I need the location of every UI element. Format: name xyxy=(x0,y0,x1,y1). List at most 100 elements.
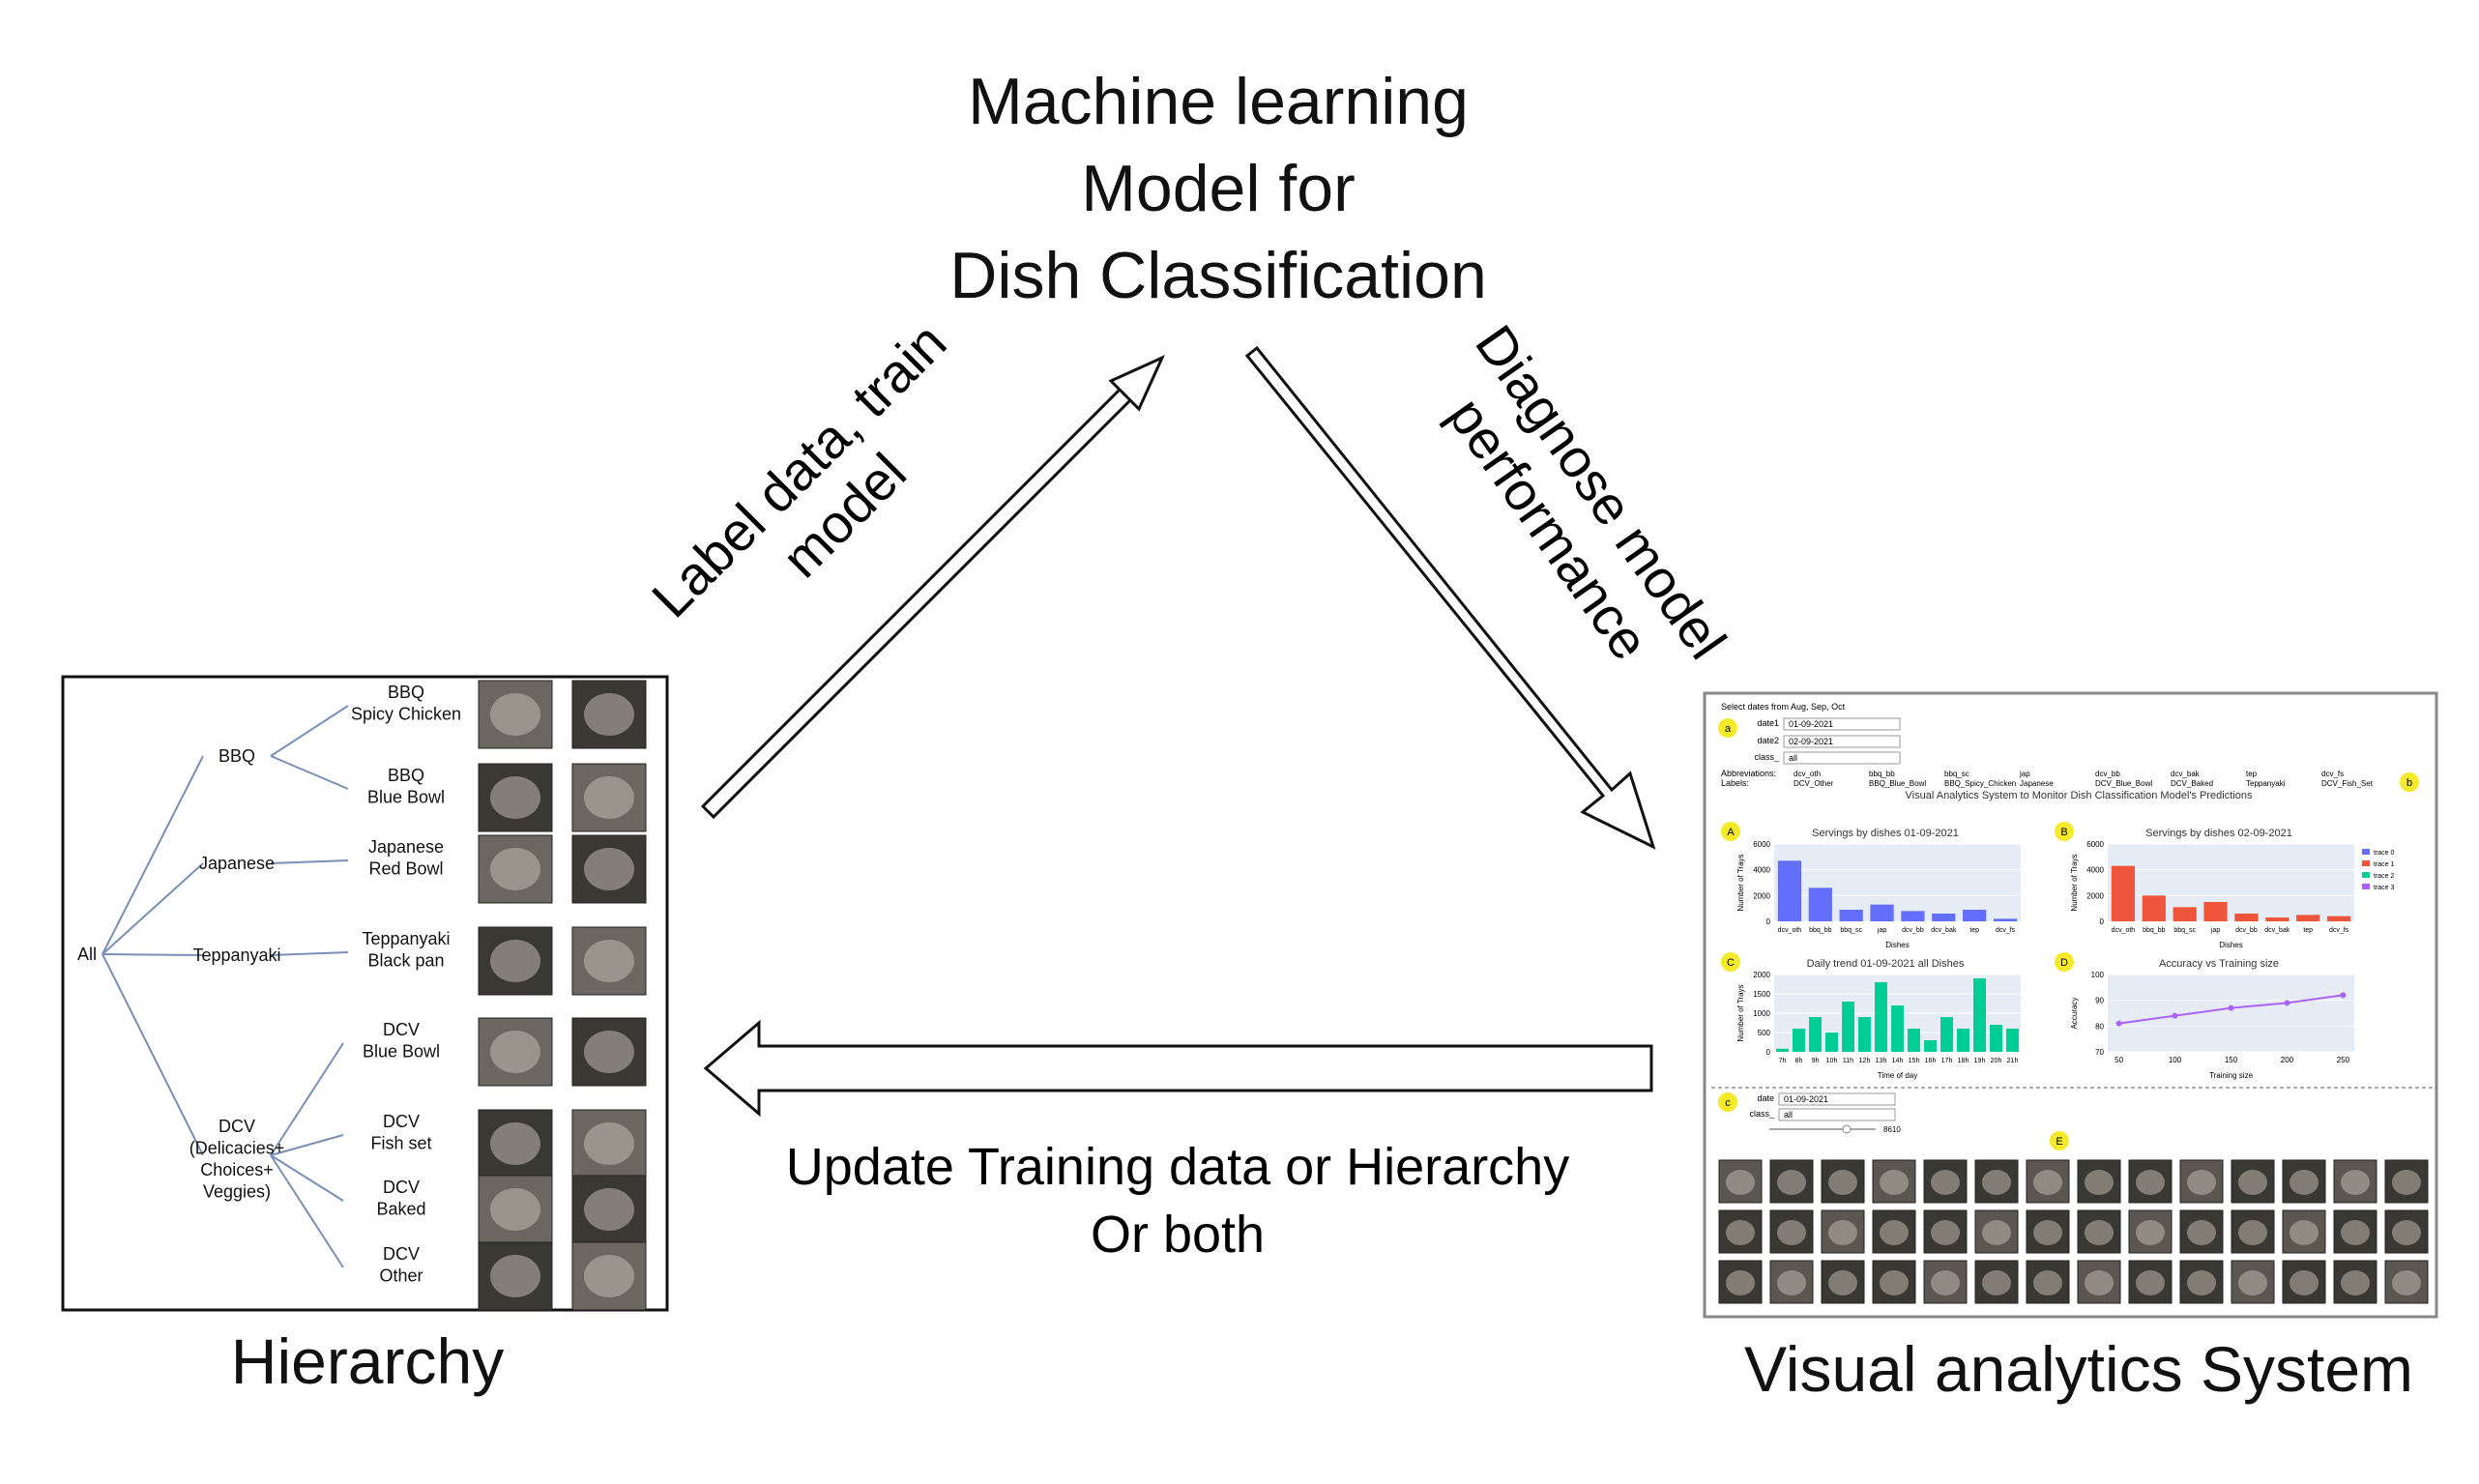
vas-photo-plate xyxy=(2341,1220,2370,1245)
vas-label: DCV_Baked xyxy=(2171,779,2213,788)
chart-xlabel: Time of day xyxy=(1878,1071,1918,1080)
train-arrow xyxy=(700,354,1166,820)
vas-photo-plate xyxy=(1880,1220,1909,1245)
chart-ytick: 1000 xyxy=(1753,1009,1770,1018)
chart-ytick: 100 xyxy=(2091,971,2105,979)
chart-legend-swatch xyxy=(2362,872,2370,878)
chart-bar xyxy=(1901,911,1925,921)
chart-plot-area xyxy=(2108,975,2354,1052)
chart-xtick: 21h xyxy=(2007,1058,2019,1064)
dish-plate xyxy=(584,1122,634,1165)
hier-edge xyxy=(102,862,204,955)
chart-xtick: 7h xyxy=(1779,1058,1787,1064)
marker-B xyxy=(2055,822,2074,841)
hier-edge xyxy=(270,1154,344,1268)
chart-bar xyxy=(2203,902,2228,921)
chart-xtick: 12h xyxy=(1859,1058,1871,1064)
chart-legend-label: trace 0 xyxy=(2374,850,2395,857)
vas-abbrev: bbq_sc xyxy=(1944,770,1969,778)
dish-plate xyxy=(584,1255,634,1297)
hier-edge xyxy=(270,1134,344,1156)
dish-plate xyxy=(584,940,634,982)
chart-xlabel: Dishes xyxy=(2219,941,2242,949)
vas-photo-plate xyxy=(2238,1220,2267,1245)
chart-xlabel: Training size xyxy=(2209,1071,2254,1080)
vas-select-text: Select dates from Aug, Sep, Oct xyxy=(1721,702,1846,712)
dish-plate xyxy=(490,940,540,982)
marker-b-text: b xyxy=(2406,777,2412,789)
diagnose-arrow xyxy=(1244,345,1656,850)
vas-abbrev: dcv_bak xyxy=(2171,770,2201,778)
vas-main-title: Visual Analytics System to Monitor Dish … xyxy=(1906,790,2253,801)
vas-photo-plate xyxy=(2033,1170,2062,1195)
marker-a xyxy=(1718,718,1737,738)
vas-photo-plate xyxy=(1726,1270,1755,1295)
vas-photo-plate xyxy=(1828,1270,1857,1295)
vas-photo-plate xyxy=(1777,1170,1806,1195)
vas-label: BBQ_Blue_Bowl xyxy=(1869,779,1926,788)
vas-photo-plate xyxy=(1982,1270,2011,1295)
chart-xtick: 250 xyxy=(2337,1056,2350,1064)
vas-field xyxy=(1778,1108,1896,1121)
vas-photo-plate xyxy=(2341,1170,2370,1195)
chart-point xyxy=(2340,992,2347,999)
model-title-line-2: Model for xyxy=(1081,152,1356,225)
vas-photo-plate xyxy=(1982,1220,2011,1245)
vas-photo-plate xyxy=(2392,1270,2421,1295)
dish-plate xyxy=(490,1031,540,1073)
chart-xtick: dcv_fs xyxy=(2329,927,2349,934)
hier-edge xyxy=(270,1042,344,1156)
chart-xtick: 17h xyxy=(1941,1058,1953,1064)
chart-bar xyxy=(1809,1017,1822,1052)
hier-edge xyxy=(270,951,349,956)
chart-xtick: dcv_bak xyxy=(1931,927,1957,934)
vas-field-value: all xyxy=(1784,1110,1793,1120)
vas-photo-plate xyxy=(2033,1220,2062,1245)
hier-node-l1: DCV(Delicacies+Choices+Veggies) xyxy=(190,1117,285,1202)
marker-A xyxy=(1721,822,1740,841)
chart-bar xyxy=(2142,895,2166,921)
chart-ylabel: Number of Trays xyxy=(1736,984,1745,1041)
chart-legend-swatch xyxy=(2362,860,2370,866)
chart-xtick: bbq_sc xyxy=(1840,927,1862,934)
vas-field-value: 01-09-2021 xyxy=(1784,1094,1828,1104)
vas-field xyxy=(1778,1092,1896,1106)
vas-label: DCV_Other xyxy=(1794,779,1834,788)
hier-edge xyxy=(270,755,349,790)
marker-D-text: D xyxy=(2060,957,2068,969)
chart-ytick: 4000 xyxy=(2086,866,2104,875)
chart-ytick: 500 xyxy=(1758,1029,1771,1037)
update-label-line-1: Update Training data or Hierarchy xyxy=(786,1138,1569,1196)
marker-C xyxy=(1721,952,1740,972)
vas-field-value: 02-09-2021 xyxy=(1789,737,1833,746)
chart-legend-label: trace 3 xyxy=(2374,885,2395,891)
chart-bar xyxy=(1932,914,1956,921)
vas-photo-plate xyxy=(2289,1270,2319,1295)
chart-bar xyxy=(2326,916,2351,921)
vas-field-label: date2 xyxy=(1757,736,1779,745)
chart-legend-label: trace 1 xyxy=(2374,861,2395,868)
chart-xtick: 200 xyxy=(2281,1056,2294,1064)
vas-field xyxy=(1783,735,1901,748)
hier-edge xyxy=(270,1154,344,1202)
chart-xtick: dcv_bb xyxy=(1902,927,1924,934)
chart-bar xyxy=(1793,1029,1805,1052)
marker-D xyxy=(2055,952,2074,972)
chart-xtick: jap xyxy=(2210,927,2220,934)
vas-label: BBQ_Spicy_Chicken xyxy=(1944,779,2016,788)
chart-ylabel: Accuracy xyxy=(2070,998,2079,1030)
chart-ytick: 6000 xyxy=(1753,840,1770,849)
vas-photo-plate xyxy=(2136,1270,2165,1295)
chart-ytick: 0 xyxy=(2100,917,2105,926)
vas-label: DCV_Blue_Bowl xyxy=(2095,779,2152,788)
hier-edge xyxy=(102,755,204,955)
vas-abbrev: bbq_bb xyxy=(1869,770,1895,778)
chart-bar xyxy=(2173,907,2197,921)
chart-legend-swatch xyxy=(2362,884,2370,889)
chart-ylabel: Number of Trays xyxy=(2070,854,2079,911)
vas-label: Japanese xyxy=(2020,779,2054,788)
